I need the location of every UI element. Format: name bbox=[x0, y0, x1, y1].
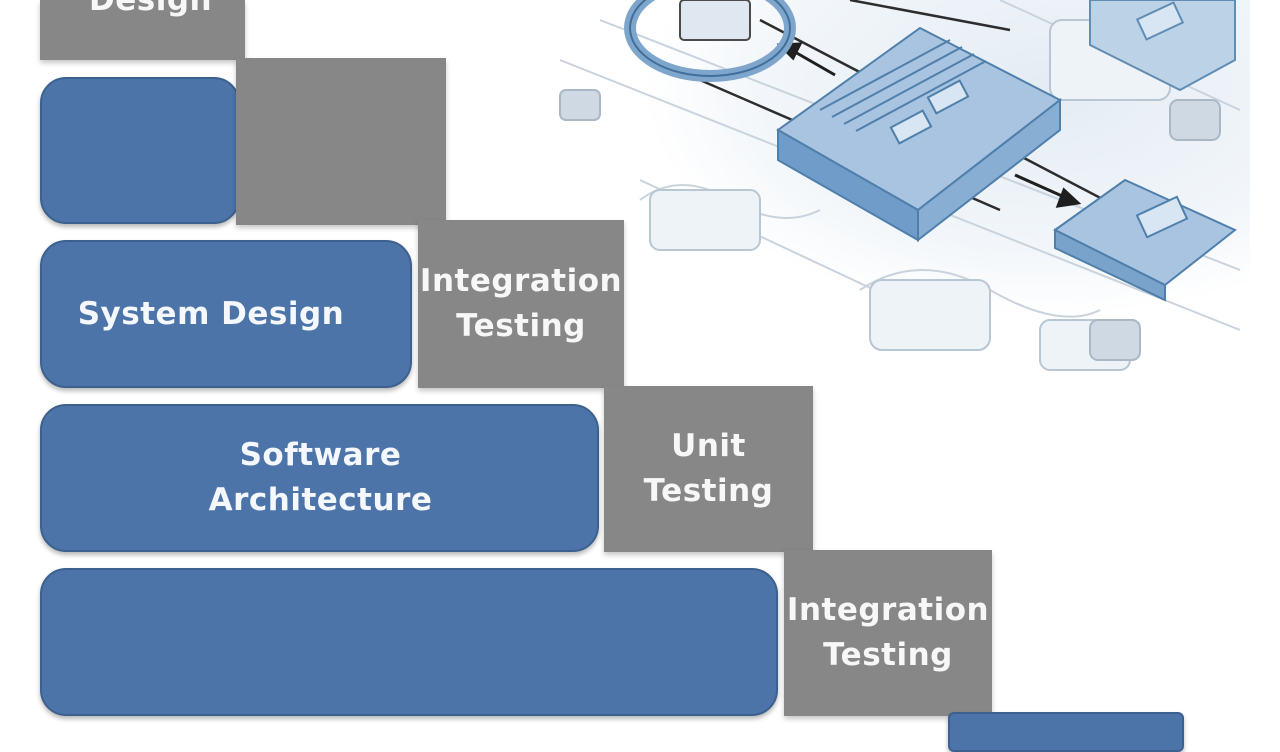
design-step-software-architecture: Software Architecture bbox=[40, 404, 599, 552]
design-step-system-design: System Design bbox=[40, 240, 412, 388]
design-step-1 bbox=[40, 77, 240, 224]
testing-step-unit-testing: Unit Testing bbox=[604, 386, 813, 552]
testing-step-design: Design bbox=[40, 0, 245, 60]
circuit-board-illustration bbox=[520, 0, 1250, 410]
design-step-4 bbox=[40, 568, 778, 716]
design-step-partial bbox=[948, 712, 1184, 752]
testing-step-unit-testing-label: Unit Testing bbox=[643, 428, 774, 509]
testing-step-integration-testing-upper-label: Integration Testing bbox=[419, 263, 623, 344]
testing-step-integration-testing-lower-label: Integration Testing bbox=[786, 592, 990, 673]
testing-step-2 bbox=[236, 58, 446, 225]
design-step-software-architecture-label: Software Architecture bbox=[208, 437, 433, 518]
testing-step-integration-testing-lower: Integration Testing bbox=[784, 550, 992, 716]
testing-step-design-label: Design bbox=[89, 0, 213, 18]
testing-step-integration-testing-upper: Integration Testing bbox=[418, 220, 624, 388]
design-step-system-design-label: System Design bbox=[77, 295, 345, 332]
